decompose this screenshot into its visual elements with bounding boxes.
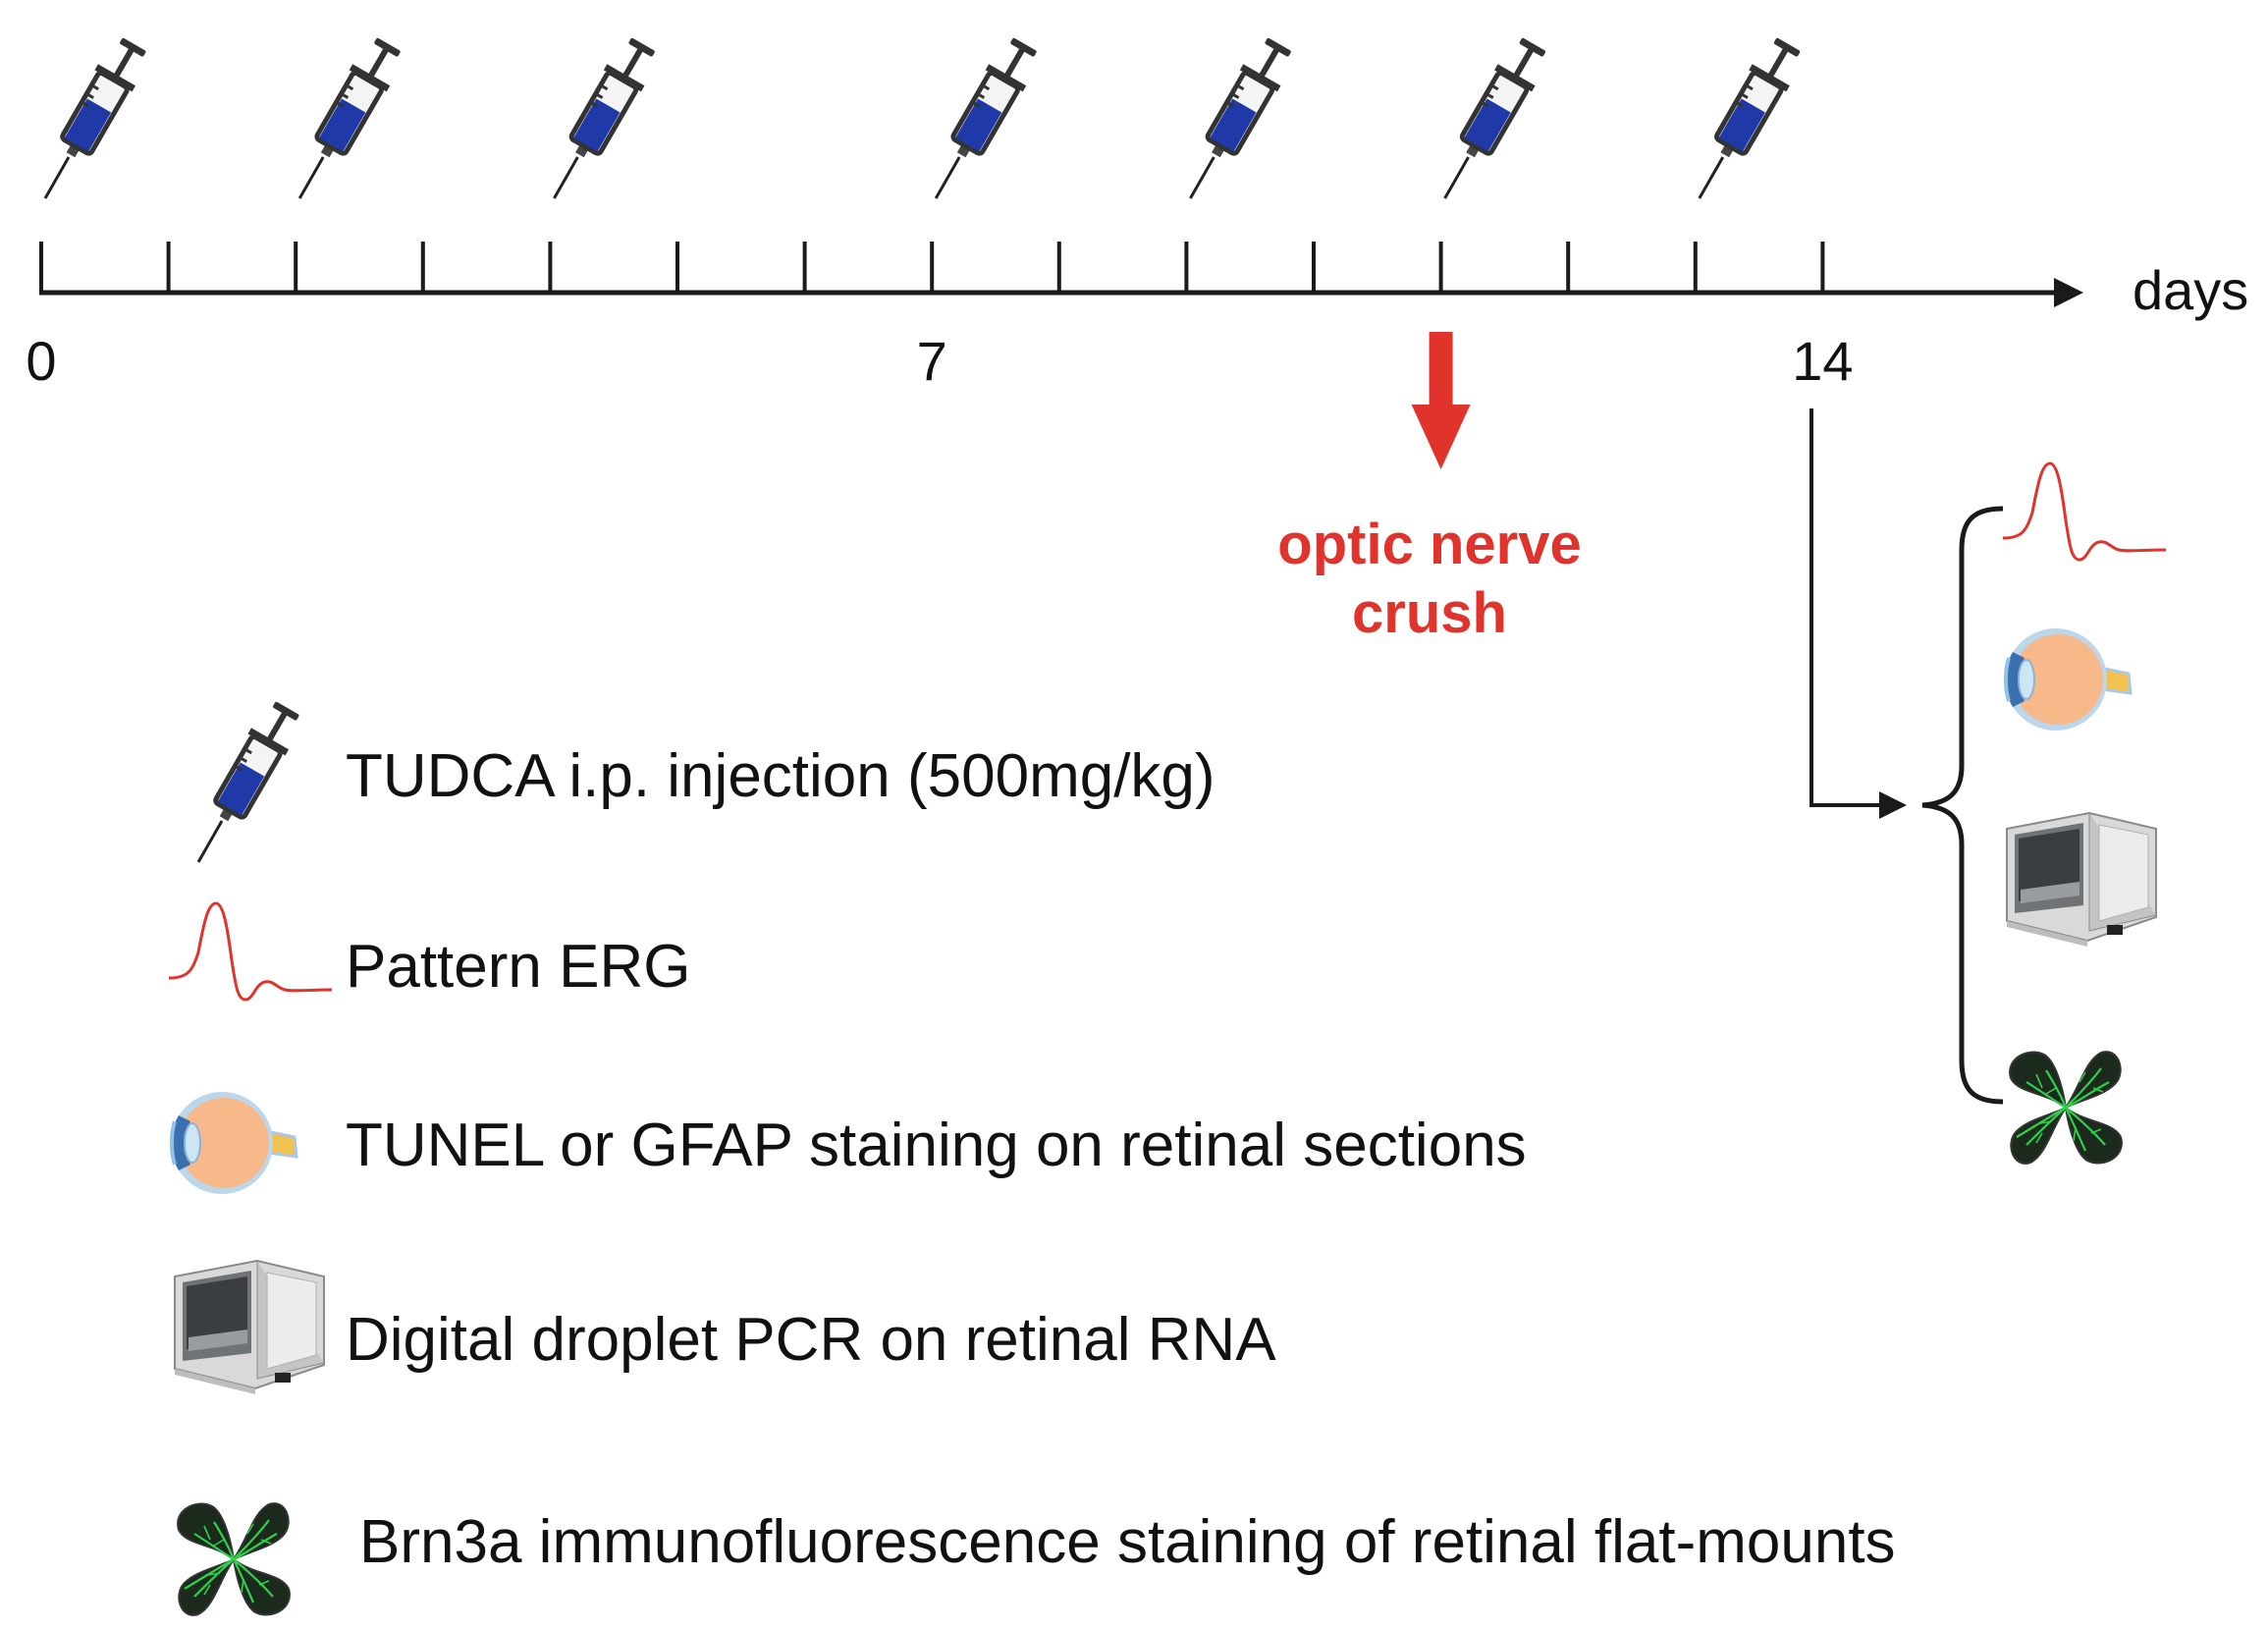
syringe-icon bbox=[554, 33, 662, 198]
syringe-icon bbox=[45, 33, 153, 198]
axis-ticks bbox=[39, 242, 1825, 293]
syringe-icon bbox=[1700, 33, 1808, 198]
legend-text-flatmount: Brn3a immunofluorescence staining of ret… bbox=[359, 1508, 1896, 1576]
crush-label: optic nerve crush bbox=[1272, 511, 1587, 648]
retinal-flatmount-icon bbox=[2008, 1051, 2124, 1165]
outcomes-brace bbox=[1921, 506, 2004, 1105]
retinal-flatmount-icon bbox=[176, 1502, 292, 1616]
syringe-icon bbox=[198, 697, 306, 862]
optic-nerve-crush-arrow bbox=[1411, 332, 1471, 469]
legend-text-tunel-gfap: TUNEL or GFAP staining on retinal sectio… bbox=[346, 1112, 1527, 1179]
ddpcr-machine-icon bbox=[2006, 812, 2157, 948]
syringe-icon bbox=[1445, 33, 1553, 198]
crush-label-line1: optic nerve bbox=[1277, 513, 1582, 576]
crush-label-line2: crush bbox=[1352, 581, 1507, 645]
injection-markers bbox=[45, 33, 1808, 198]
erg-waveform-icon bbox=[2001, 462, 2168, 562]
day14-connector bbox=[1809, 408, 1907, 819]
legend-text-erg: Pattern ERG bbox=[346, 933, 691, 1001]
axis-tick-label: 14 bbox=[1792, 330, 1854, 392]
syringe-icon bbox=[936, 33, 1044, 198]
eye-cross-section-icon bbox=[2003, 626, 2133, 733]
syringe-icon bbox=[299, 33, 407, 198]
ddpcr-machine-icon bbox=[174, 1260, 325, 1395]
legend-text-injection: TUDCA i.p. injection (500mg/kg) bbox=[346, 742, 1215, 810]
syringe-icon bbox=[1190, 33, 1298, 198]
legend-text-ddpcr: Digital droplet PCR on retinal RNA bbox=[346, 1306, 1276, 1374]
axis-tick-label: 0 bbox=[26, 330, 57, 392]
erg-waveform-icon bbox=[167, 901, 334, 1002]
axis-tick-label: 7 bbox=[916, 330, 947, 392]
eye-cross-section-icon bbox=[169, 1090, 298, 1196]
time-axis-arrowhead bbox=[2054, 278, 2083, 307]
axis-label: days bbox=[2133, 259, 2249, 321]
